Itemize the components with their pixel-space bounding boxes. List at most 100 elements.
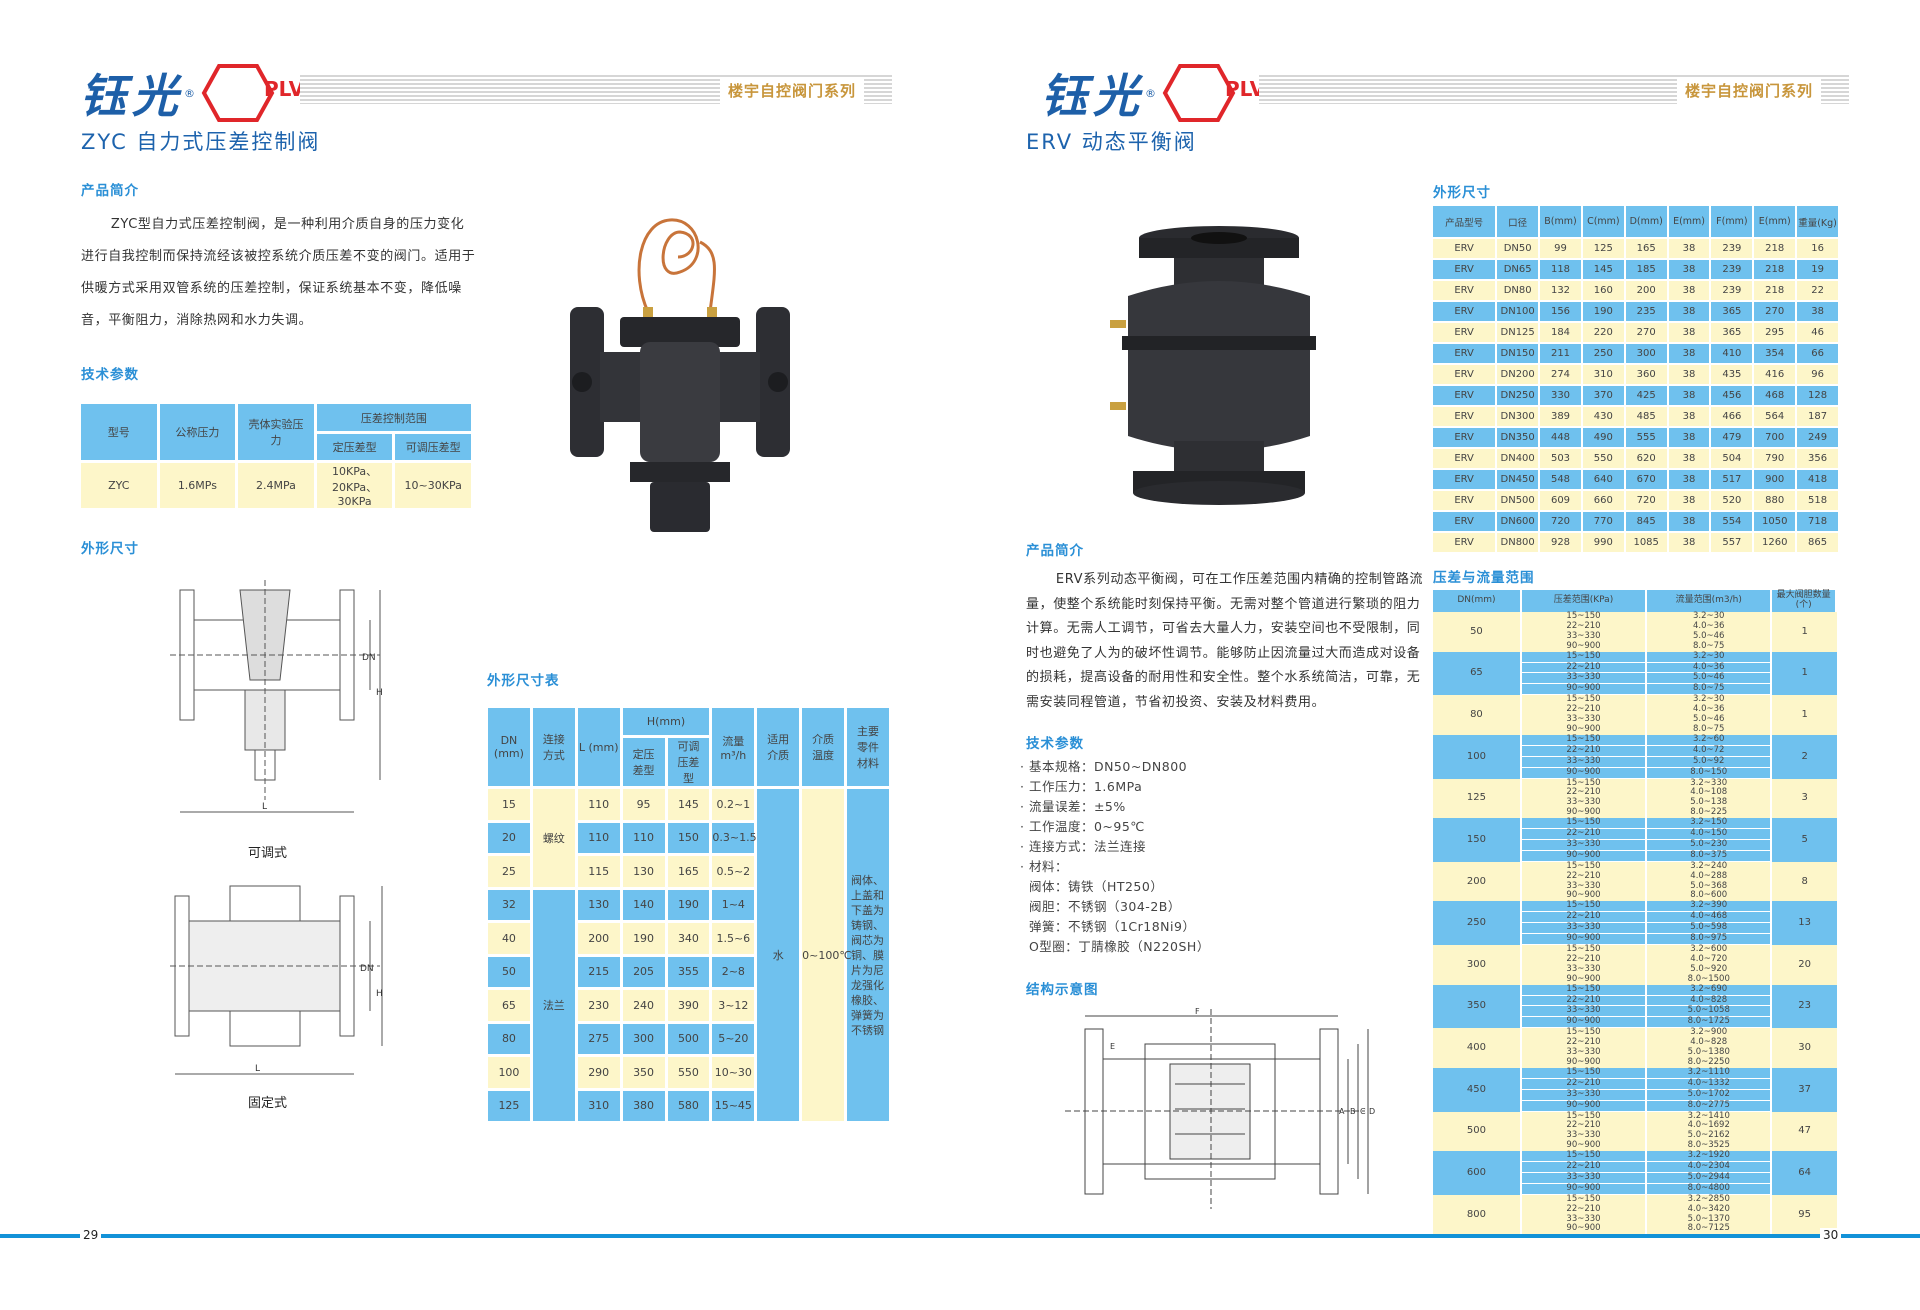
- cell: 410: [1711, 344, 1753, 363]
- cell: 96: [1797, 365, 1838, 384]
- cell: 220: [1582, 323, 1624, 342]
- cell-flow: 3~12: [712, 990, 755, 1021]
- cell-flow: 10~30: [712, 1057, 755, 1088]
- cell-flow-range: 3.2~2850: [1647, 1194, 1773, 1205]
- cell-dn: 32: [488, 889, 530, 920]
- cell-h-adjustable: 390: [667, 990, 710, 1021]
- cell: 38: [1668, 344, 1710, 363]
- spec-item: 阀胆：不锈钢（304-2B）: [1020, 899, 1181, 914]
- cell-flow-range: 5.0~2162: [1647, 1130, 1773, 1142]
- cell-pressure-range: 15~150: [1521, 694, 1648, 706]
- cell: 456: [1711, 386, 1753, 405]
- cell-pressure-range: 90~900: [1521, 641, 1648, 652]
- cell-pressure-range: 22~210: [1521, 871, 1648, 882]
- cell: 270: [1625, 323, 1667, 342]
- erv-spec-list: · 基本规格：DN50~DN800· 工作压力：1.6MPa· 流量误差：±5%…: [1020, 757, 1280, 957]
- cell: 700: [1754, 428, 1796, 447]
- cell-flow-range: 5.0~230: [1647, 839, 1773, 851]
- cell-flow-range: 8.0~225: [1647, 807, 1773, 819]
- cell-flow-range: 4.0~3420: [1647, 1204, 1773, 1215]
- erv-valve-photo: [1110, 226, 1316, 505]
- cell: 274: [1540, 365, 1581, 384]
- cell: 16: [1797, 239, 1838, 258]
- cell: 520: [1711, 491, 1753, 510]
- cell-dn: 65: [488, 990, 530, 1021]
- cell-adjustable: 10~30KPa: [395, 463, 471, 508]
- cell-h-adjustable: 190: [667, 889, 710, 920]
- header-connection: 连接方式: [532, 708, 575, 786]
- cell-flow-range: 3.2~30: [1647, 694, 1773, 706]
- cell: ERV: [1433, 365, 1496, 384]
- cell-dn: 50: [1433, 612, 1522, 652]
- cell-pressure-range: 22~210: [1521, 828, 1648, 840]
- cell: DN125: [1497, 323, 1539, 342]
- cell-pressure-range: 90~900: [1521, 1140, 1648, 1152]
- cell: 360: [1625, 365, 1667, 384]
- cell-flow-range: 4.0~108: [1647, 788, 1773, 799]
- cell-l: 130: [577, 889, 620, 920]
- cell-dn: 600: [1433, 1151, 1522, 1195]
- cell: 418: [1797, 470, 1838, 489]
- cell-flow-range: 5.0~1380: [1647, 1047, 1773, 1058]
- cell-temp: 0~100℃: [802, 789, 852, 1121]
- header-medium: 适用介质: [757, 708, 800, 786]
- cell-h-adjustable: 500: [667, 1023, 710, 1054]
- registered-mark-right: ®: [1145, 86, 1156, 100]
- cell-pressure-range: 33~330: [1521, 714, 1648, 725]
- erv-params-heading: 技术参数: [1026, 736, 1084, 752]
- cell-pressure-range: 33~330: [1521, 1089, 1648, 1101]
- brand-name: 钰光: [80, 69, 184, 123]
- cell-pressure-range: 90~900: [1521, 891, 1648, 902]
- cell-dn: 450: [1433, 1067, 1522, 1112]
- cell: 38: [1668, 449, 1710, 468]
- cell: 430: [1582, 407, 1624, 426]
- header-range: 压差控制范围: [316, 404, 471, 431]
- cell-max-cartridges: 13: [1772, 901, 1837, 945]
- cell-pressure-range: 15~150: [1521, 734, 1648, 746]
- cell: 38: [1668, 323, 1710, 342]
- cell-pressure-range: 15~150: [1521, 1111, 1648, 1122]
- cell: 38: [1668, 512, 1710, 531]
- header-2: 流量范围(m3/h): [1647, 590, 1773, 612]
- cell: 250: [1582, 344, 1624, 363]
- cell: 249: [1797, 428, 1838, 447]
- cell-l: 200: [577, 923, 620, 954]
- cell-flow-range: 8.0~1500: [1647, 974, 1773, 985]
- cell: DN200: [1497, 365, 1539, 384]
- cell-dn: 500: [1433, 1111, 1522, 1152]
- cell-flow-range: 4.0~150: [1647, 828, 1773, 840]
- cell: 365: [1711, 323, 1753, 342]
- cell-pressure-range: 90~900: [1521, 683, 1648, 696]
- cell-flow-range: 3.2~390: [1647, 900, 1773, 913]
- cell: 295: [1754, 323, 1796, 342]
- cell-pressure: 1.6MPs: [159, 463, 236, 508]
- cell-max-cartridges: 23: [1772, 984, 1837, 1029]
- cell: 670: [1625, 470, 1667, 489]
- cell-flow-range: 3.2~60: [1647, 734, 1773, 746]
- cell: 770: [1582, 512, 1624, 531]
- cell: 156: [1540, 302, 1581, 321]
- erv-intro-text: ERV系列动态平衡阀，可在工作压差范围内精确的控制管路流量，使整个系统能时刻保持…: [1026, 572, 1424, 710]
- cell: 160: [1582, 281, 1624, 300]
- cell: ERV: [1433, 323, 1496, 342]
- spec-item: · 工作压力：1.6MPa: [1020, 779, 1143, 794]
- cell-flow-range: 8.0~375: [1647, 850, 1773, 862]
- cell: 468: [1754, 386, 1796, 405]
- dn-mark-fixed: DN: [360, 964, 374, 974]
